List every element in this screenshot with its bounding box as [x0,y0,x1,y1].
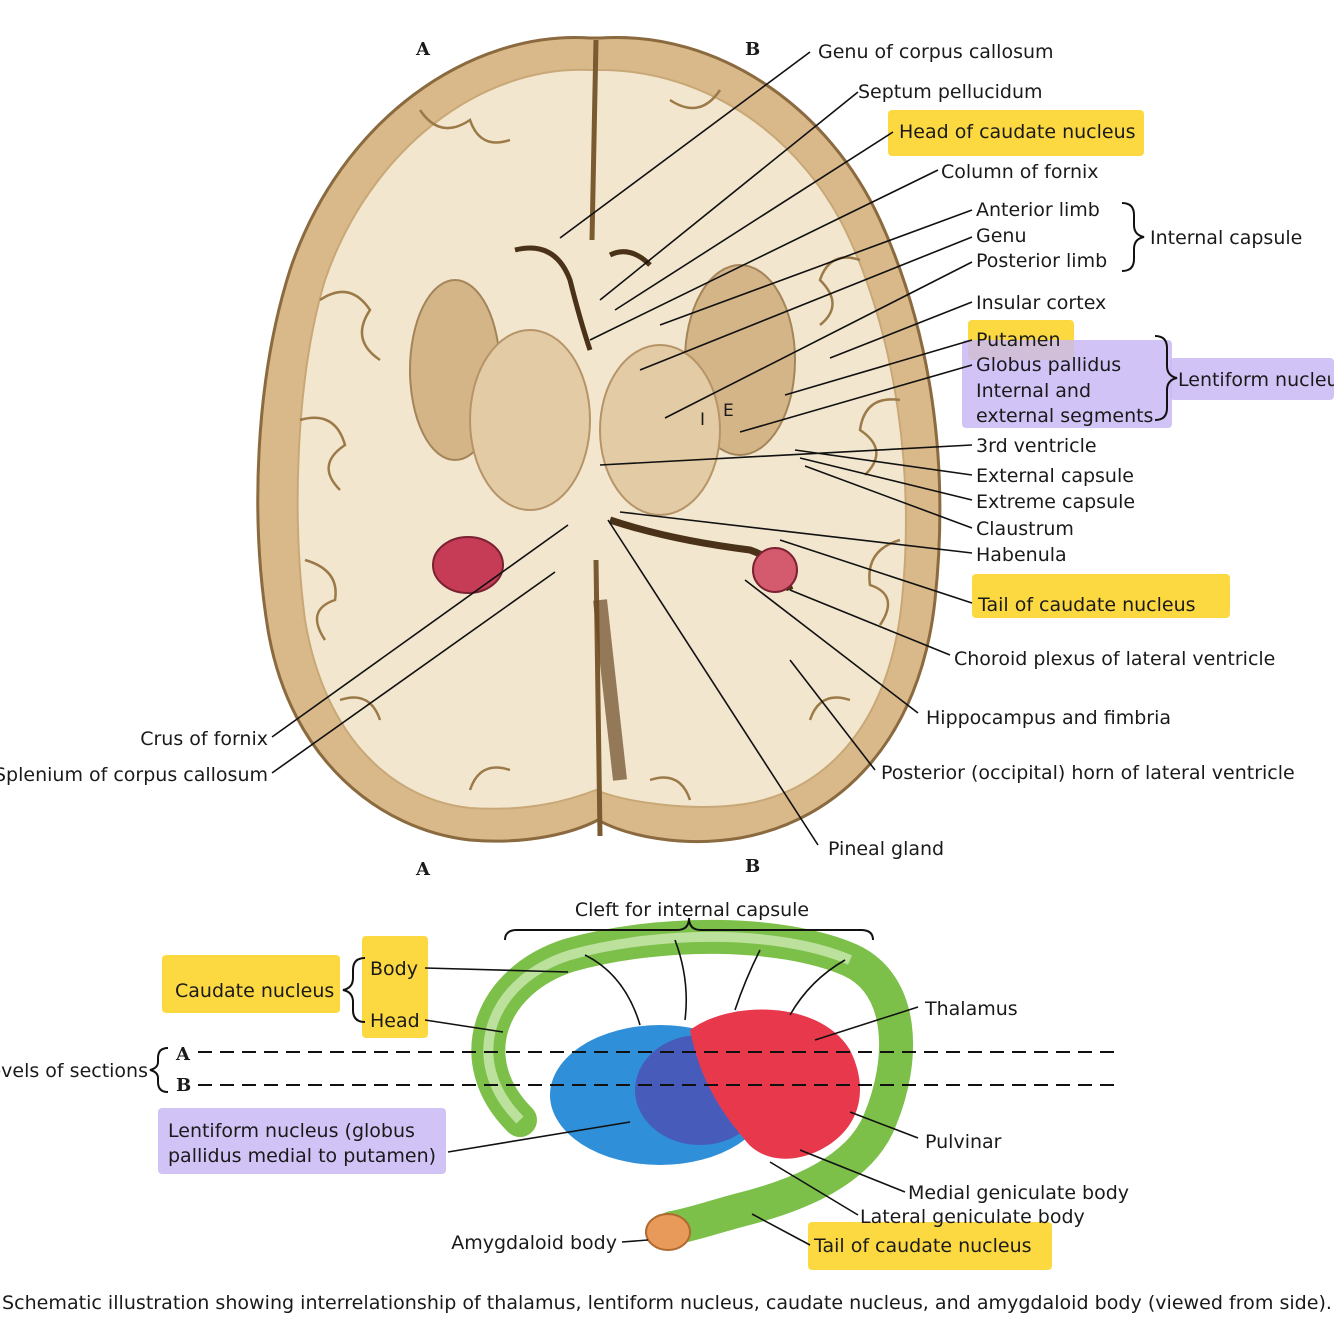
label-caudate-nucleus: Caudate nucleus [175,980,334,1002]
highlight-lentiform-group [962,340,1172,428]
label-level-a: A [175,1044,191,1065]
highlight-lentiform-nucleus [1170,358,1334,400]
label-lentiform-nucleus: Lentiform nucleus [1178,369,1334,391]
label-pulvinar: Pulvinar [925,1131,1002,1153]
label-choroid-plexus: Choroid plexus of lateral ventricle [954,648,1275,670]
label-cleft: Cleft for internal capsule [575,899,809,921]
highlight-tail-caudate-top [972,574,1230,618]
label-lateral-geniculate: Lateral geniculate body [860,1206,1085,1228]
section-marker-a-top: A [415,39,431,60]
label-internal-and: Internal and [976,380,1091,402]
label-third-ventricle: 3rd ventricle [976,435,1097,457]
label-crus-fornix: Crus of fornix [140,728,268,750]
label-septum-pellucidum: Septum pellucidum [858,81,1043,103]
label-anterior-limb: Anterior limb [976,199,1100,221]
label-posterior-limb: Posterior limb [976,250,1107,272]
highlight-caudate-nucleus [162,955,340,1013]
highlight-tail-caudate-bottom [808,1222,1052,1270]
left-thalamus [469,329,591,511]
figure-caption: Schematic illustration showing interrela… [2,1292,1332,1314]
highlight-head-caudate [888,110,1144,156]
section-marker-a-bottom: A [415,859,431,880]
label-column-fornix: Column of fornix [941,161,1099,183]
label-insular-cortex: Insular cortex [976,292,1106,314]
section-marker-b-bottom: B [745,856,760,877]
amygdaloid-shape [645,1213,691,1251]
label-thalamus: Thalamus [924,998,1018,1020]
label-globus-pallidus: Globus pallidus [976,354,1121,376]
label-medial-geniculate: Medial geniculate body [908,1182,1129,1204]
occipital-cleft [593,599,627,781]
highlight-lentiform-schematic [158,1108,446,1174]
label-claustrum: Claustrum [976,518,1074,540]
label-levels-sections: Levels of sections [0,1060,148,1082]
mark-e: E [723,401,734,421]
label-body: Body [370,958,418,980]
brain-section [256,35,942,844]
label-external-capsule: External capsule [976,465,1134,487]
label-head-caudate: Head of caudate nucleus [899,121,1136,143]
label-lentiform-line2: pallidus medial to putamen) [168,1145,436,1167]
label-internal-capsule: Internal capsule [1150,227,1302,249]
label-tail-caudate-bottom: Tail of caudate nucleus [813,1235,1032,1257]
label-level-b: B [176,1075,191,1096]
highlight-body-head [362,936,428,1038]
label-head: Head [370,1010,420,1032]
mark-i: I [700,410,705,430]
label-hippocampus-fimbria: Hippocampus and fimbria [926,707,1171,729]
label-amygdaloid: Amygdaloid body [451,1232,617,1254]
label-pineal-gland: Pineal gland [828,838,944,860]
right-thalamus [599,344,721,516]
gyri-right [649,89,901,801]
left-choroid-plexus [432,536,504,594]
label-splenium: Splenium of corpus callosum [0,764,268,786]
label-external-segments: external segments [976,405,1153,427]
label-tail-caudate-top: Tail of caudate nucleus [977,594,1196,616]
gyri-left [299,109,511,791]
label-extreme-capsule: Extreme capsule [976,491,1135,513]
label-genu: Genu [976,225,1027,247]
label-genu-corpus-callosum: Genu of corpus callosum [818,41,1054,63]
schematic [149,917,1115,1251]
label-lentiform-line1: Lentiform nucleus (globus [168,1120,415,1142]
right-choroid-plexus [752,547,798,593]
label-putamen: Putamen [976,329,1061,351]
brain-leader-lines [271,51,1178,846]
section-marker-b-top: B [745,39,760,60]
label-posterior-horn: Posterior (occipital) horn of lateral ve… [881,762,1295,784]
label-habenula: Habenula [976,544,1067,566]
